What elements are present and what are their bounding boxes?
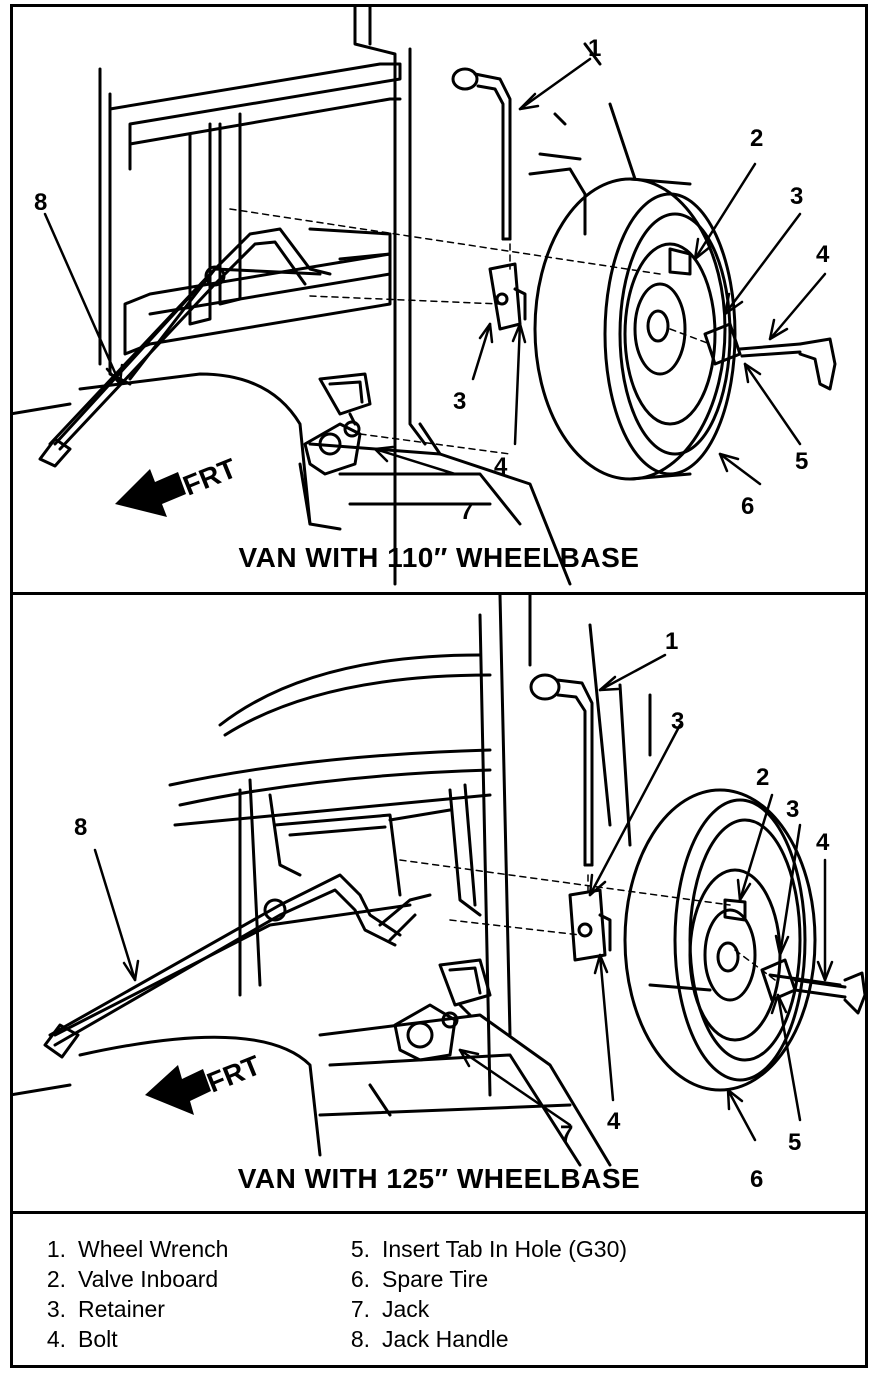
legend-label: Wheel Wrench: [78, 1236, 229, 1262]
legend-item: 3. Retainer: [32, 1296, 165, 1323]
legend: 1. Wheel Wrench 2. Valve Inboard 3. Retaine…: [10, 1214, 868, 1364]
panel-title: VAN WITH 110″ WHEELBASE: [238, 542, 640, 573]
front-arrow: [115, 469, 186, 517]
legend-label: Insert Tab In Hole (G30): [382, 1236, 628, 1262]
legend-number: 5.: [350, 1236, 370, 1262]
legend-item: 4. Bolt: [32, 1326, 118, 1353]
legend-item: 2. Valve Inboard: [32, 1266, 218, 1293]
legend-label: Valve Inboard: [78, 1266, 219, 1292]
spare-tire: [533, 177, 737, 481]
panel-title: VAN WITH 125″ WHEELBASE: [237, 1163, 641, 1194]
frt-label: FRT: [203, 1049, 265, 1098]
legend-item: 8. Jack Handle: [336, 1326, 509, 1353]
callout-1: 1: [665, 628, 678, 655]
illustration-125: FRT 1 2 3 4 5 6 7 8 3 4: [10, 595, 867, 1193]
illustration-110: FRT 1 2 3 4 5 6 7 8 3 4: [10, 4, 837, 586]
callout-1: 1: [588, 35, 601, 62]
callout-3: 3: [786, 796, 799, 823]
frt-label: FRT: [179, 452, 241, 501]
retainer-bracket: [568, 888, 612, 962]
callout-8: 8: [34, 189, 47, 216]
legend-number: 8.: [350, 1326, 370, 1352]
legend-item: 6. Spare Tire: [336, 1266, 488, 1293]
callout-2: 2: [756, 764, 769, 791]
callout-leaders: [43, 57, 827, 486]
van-interior-structure: [10, 4, 637, 586]
callout-4-bolt: 4: [494, 453, 508, 480]
callout-4: 4: [816, 241, 830, 268]
panel-125-wheelbase: FRT 1 2 3 4 5 6 7 8 3 4 VAN WITH 125″ WH…: [10, 595, 868, 1205]
front-arrow: [145, 1065, 211, 1115]
jack: [393, 958, 492, 1062]
callout-5: 5: [795, 448, 808, 475]
legend-number: 3.: [46, 1296, 66, 1322]
legend-label: Jack: [382, 1296, 430, 1322]
callout-leaders: [93, 653, 834, 1142]
callout-numbers: 1 2 3 4 5 6 7 8 3 4: [34, 35, 830, 525]
legend-number: 2.: [46, 1266, 66, 1292]
callout-2: 2: [750, 125, 763, 152]
van-interior-structure: [10, 595, 842, 1167]
callout-4-bolt: 4: [607, 1108, 621, 1135]
legend-label: Retainer: [78, 1296, 165, 1322]
legend-item: 7. Jack: [336, 1296, 429, 1323]
jack: [303, 372, 372, 476]
callout-numbers: 1 2 3 4 5 6 7 8 3 4: [74, 628, 830, 1193]
callout-6: 6: [750, 1166, 763, 1193]
alignment-lines: [229, 208, 711, 455]
alignment-lines: [399, 859, 776, 981]
legend-divider: [10, 1211, 868, 1214]
callout-3-retainer: 3: [671, 708, 684, 735]
callout-7: 7: [560, 1121, 573, 1148]
callout-3: 3: [790, 183, 803, 210]
callout-6: 6: [741, 493, 754, 520]
legend-number: 6.: [350, 1266, 370, 1292]
legend-label: Jack Handle: [382, 1326, 509, 1352]
callout-3-retainer: 3: [453, 388, 466, 415]
retainer-bracket: [488, 262, 527, 331]
legend-item: 1. Wheel Wrench: [32, 1236, 229, 1263]
wheel-wrench: [451, 67, 512, 241]
diagram-frame: [10, 4, 868, 1368]
callout-4: 4: [816, 829, 830, 856]
jack-handle: [38, 227, 332, 468]
bolt-and-retainer-plate: [703, 322, 837, 391]
legend-number: 7.: [350, 1296, 370, 1322]
panel-110-wheelbase: FRT 1 2 3 4 5 6 7 8 3 4 VAN WITH 110″ WH…: [10, 4, 868, 594]
callout-8: 8: [74, 814, 87, 841]
legend-label: Bolt: [78, 1326, 118, 1352]
callout-7: 7: [460, 498, 473, 525]
panel-divider: [10, 592, 868, 595]
legend-label: Spare Tire: [382, 1266, 489, 1292]
legend-number: 4.: [46, 1326, 66, 1352]
wheel-wrench: [529, 673, 594, 867]
callout-5: 5: [788, 1129, 801, 1156]
legend-number: 1.: [46, 1236, 66, 1262]
legend-item: 5. Insert Tab In Hole (G30): [336, 1236, 627, 1263]
bolt-and-retainer-plate: [760, 958, 867, 1015]
jack-handle: [43, 873, 432, 1059]
